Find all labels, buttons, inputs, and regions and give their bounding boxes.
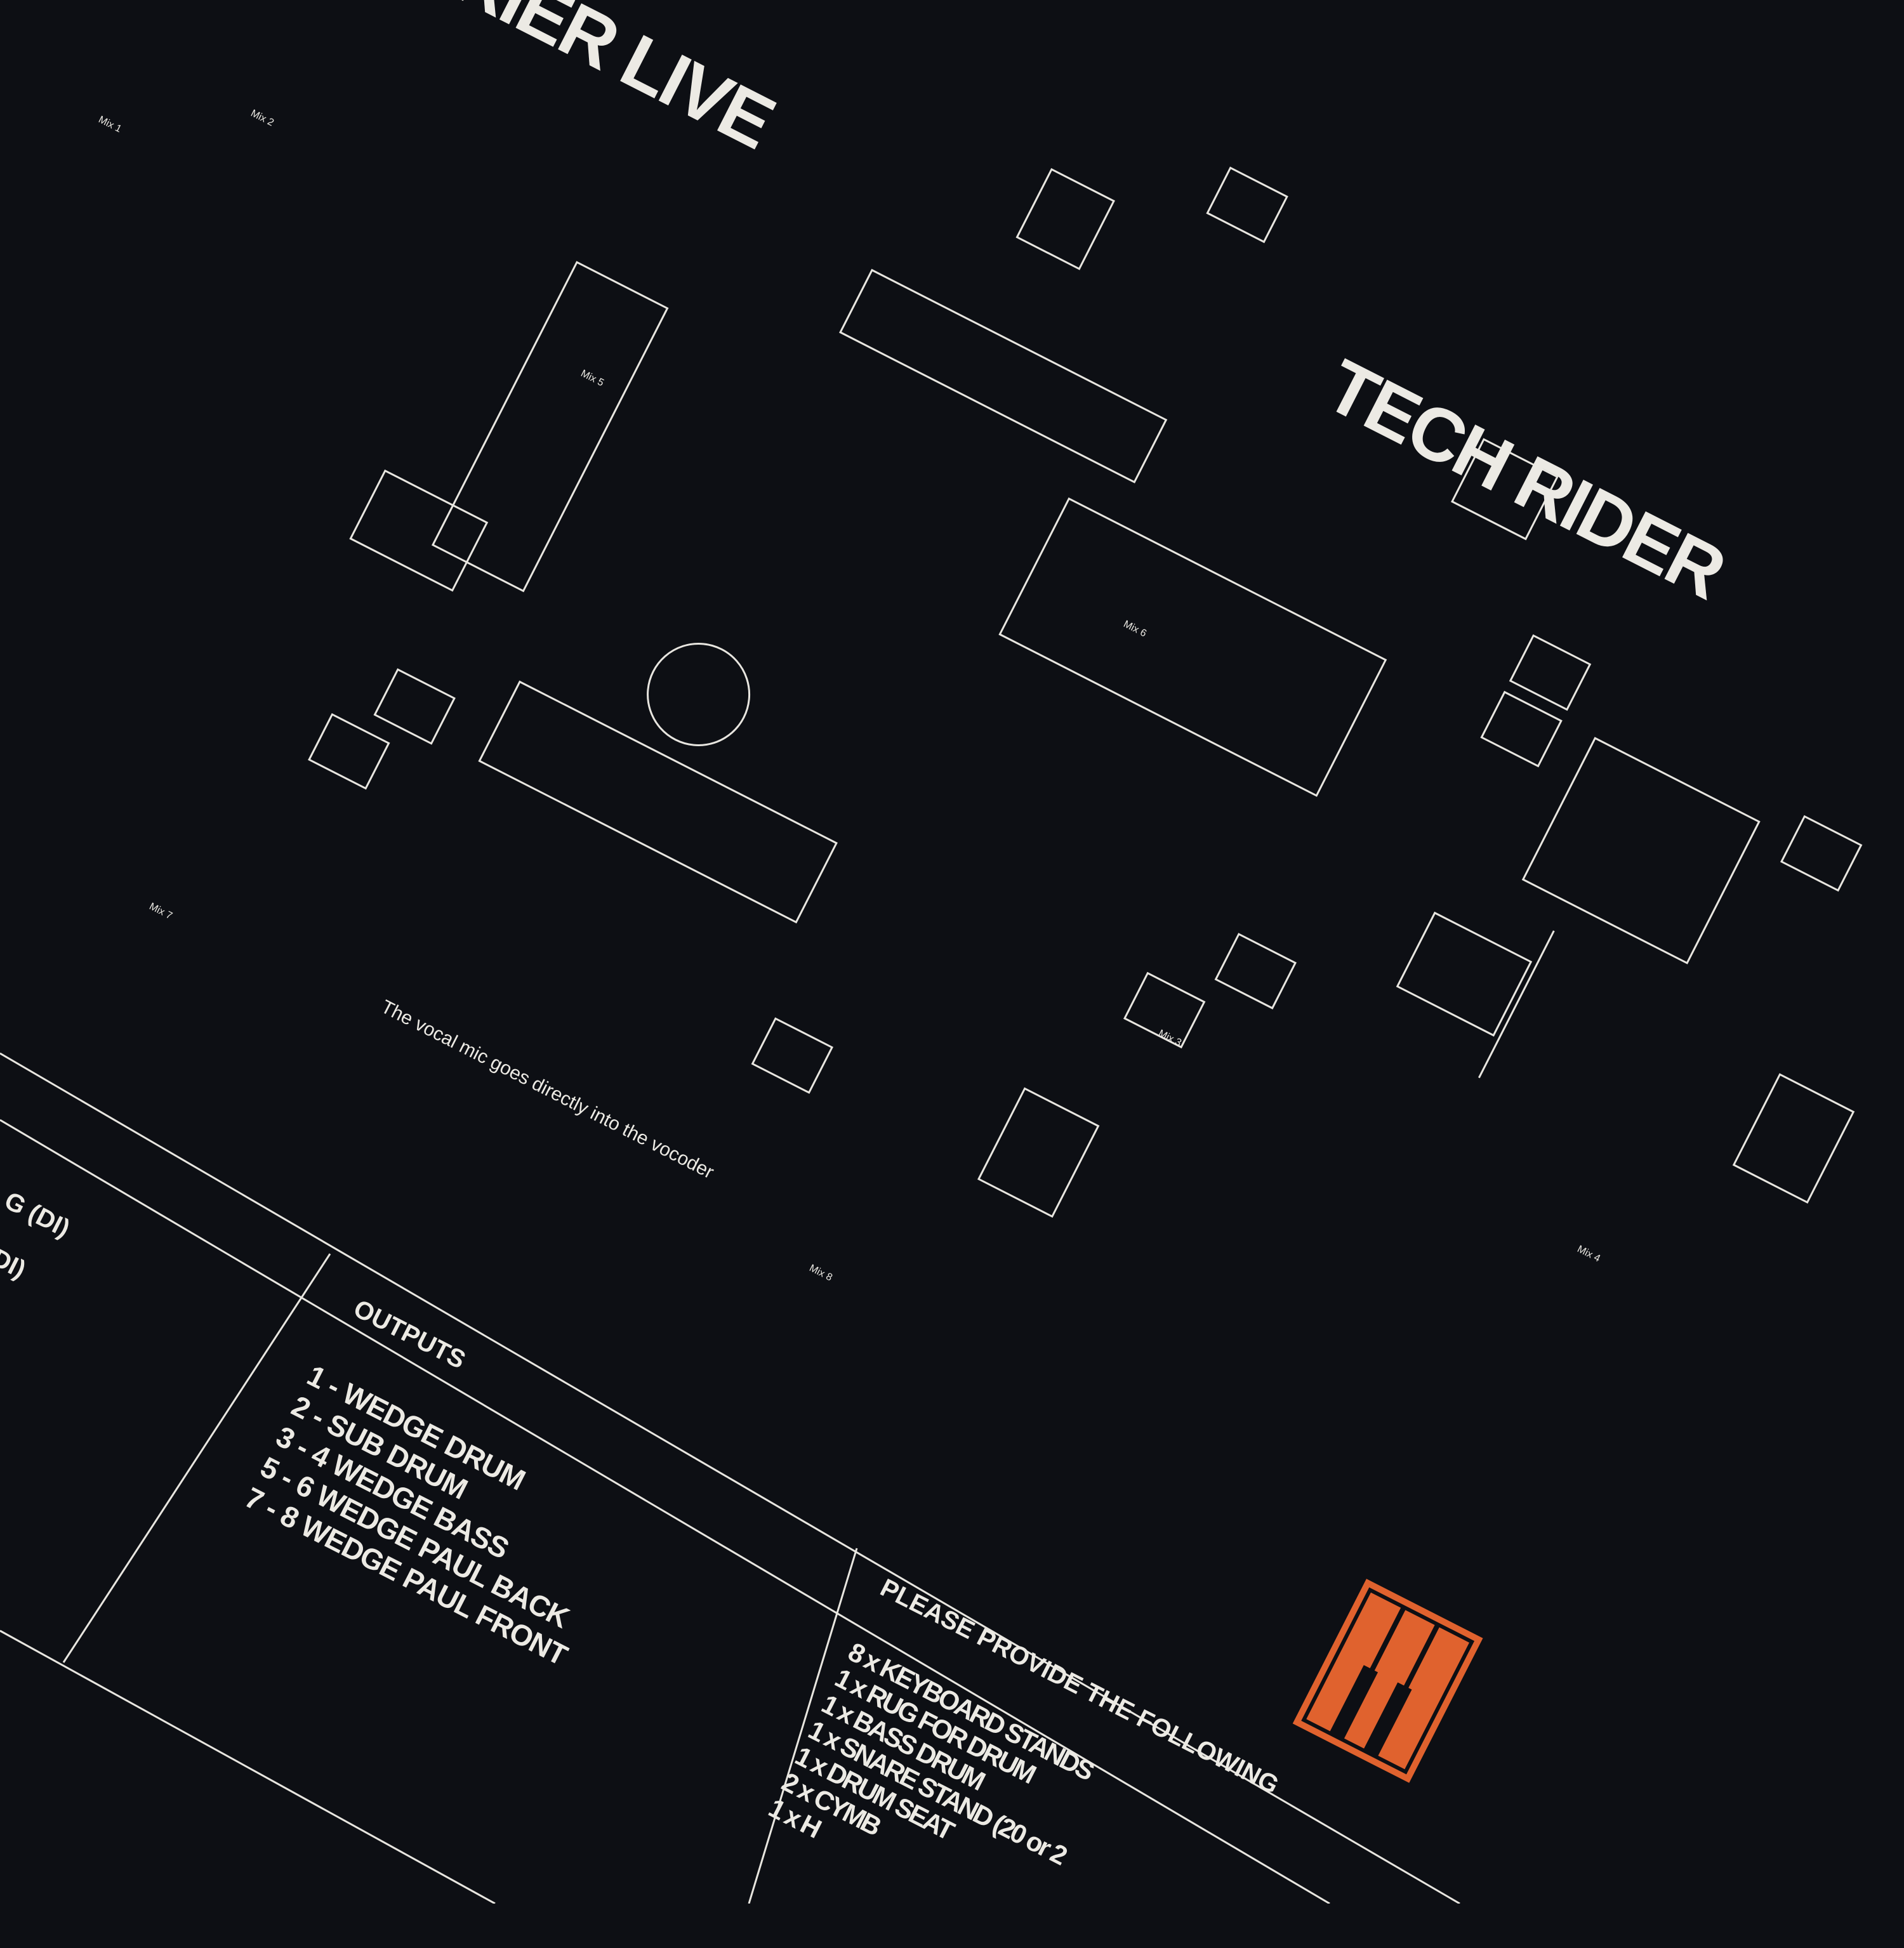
table-top-line [0,1052,1460,1904]
monitor-mix4 [1732,1073,1855,1204]
table-divider [748,1548,858,1904]
synth-keyboard [839,268,1168,484]
table-bottom-line [0,1629,496,1904]
monitor-mix3 [1396,911,1533,1037]
wedge [1123,971,1206,1049]
wedge [308,713,390,790]
bass-guitar [1478,930,1555,1079]
piano-keys-logo [1292,1579,1483,1783]
vocoder-keyboard [478,680,838,924]
bass-amp [1521,737,1761,964]
monitor-mix8 [977,1087,1100,1218]
monitor-mix6 [1451,438,1559,541]
modular-synth [431,261,669,593]
table-divider [62,1253,331,1663]
table-header-line [0,1119,1330,1904]
wedge [1509,634,1592,711]
stacked-keyboards [998,497,1387,797]
wedge [373,668,456,745]
wedge [1780,815,1863,892]
wedge [751,1017,834,1094]
performer-figure [647,642,751,746]
stage-plot-drawing [0,166,1863,1904]
monitor-mix5 [1015,168,1115,270]
wedge [1214,933,1297,1010]
monitor-mix7 [349,469,489,592]
wedge [1206,166,1288,244]
wedge [1480,690,1563,768]
